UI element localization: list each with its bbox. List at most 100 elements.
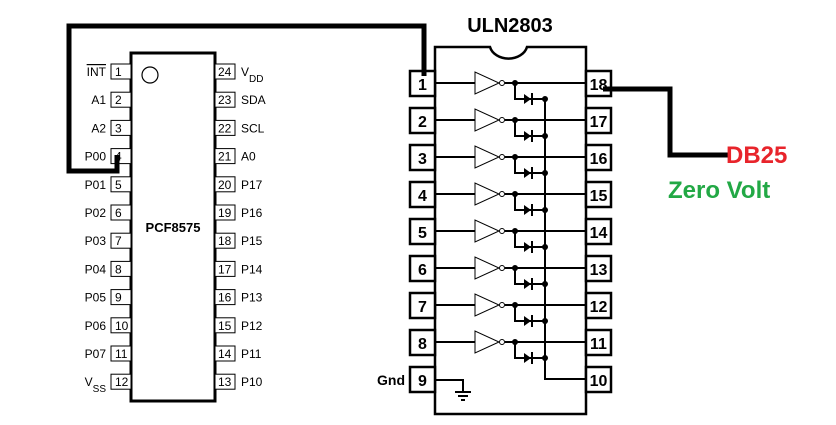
ground-icon xyxy=(435,379,471,401)
pin-number: 4 xyxy=(418,188,427,205)
pin-label: A0 xyxy=(241,150,256,164)
pin-number: 3 xyxy=(418,151,427,168)
inverter-icon xyxy=(474,145,501,169)
pin-number: 11 xyxy=(590,336,607,353)
pin-box xyxy=(584,365,613,394)
pin-box xyxy=(214,232,236,249)
pin-label: INT xyxy=(87,65,107,79)
diode-icon xyxy=(524,93,533,105)
pin-label: A2 xyxy=(91,121,106,135)
pin-box xyxy=(584,180,613,209)
pin-box xyxy=(584,69,613,98)
pin-number: 15 xyxy=(218,319,232,333)
pin-number: 8 xyxy=(418,336,427,353)
pin-number: 21 xyxy=(218,150,232,164)
pin-number: 18 xyxy=(218,234,232,248)
pin-number: 6 xyxy=(115,206,122,220)
diode-icon xyxy=(524,204,533,216)
inverter-icon xyxy=(474,293,501,317)
pin-box xyxy=(408,143,437,172)
pin-box xyxy=(214,91,236,108)
common-diode-bus xyxy=(544,99,586,380)
diode-icon xyxy=(524,167,533,179)
pin-box xyxy=(408,328,437,357)
pcf8575-pin-22: 22 SCL xyxy=(214,119,265,136)
pin-number: 8 xyxy=(115,262,122,276)
pin1-marker xyxy=(141,66,159,84)
diode-icon xyxy=(524,278,533,290)
pin-label: VDD xyxy=(241,65,263,85)
pin-label: P04 xyxy=(85,262,107,276)
pin-box xyxy=(110,119,132,136)
pin-box xyxy=(214,345,236,362)
pin-box xyxy=(584,143,613,172)
pin-label: P00 xyxy=(85,150,107,164)
pin-label: P05 xyxy=(85,291,107,305)
pin-box xyxy=(214,204,236,221)
pin-box xyxy=(110,260,132,277)
pin-label: SCL xyxy=(241,121,265,135)
pin-box xyxy=(408,217,437,246)
pcf8575-pin-2: 2A1 xyxy=(91,91,132,108)
pin-number: 12 xyxy=(590,299,608,316)
uln2803-pin-2: 2 xyxy=(408,106,437,135)
pin-number: 11 xyxy=(115,347,128,361)
darlington-channel-7 xyxy=(435,293,586,327)
uln2803-pin-18: 18 xyxy=(584,69,613,98)
uln2803-pin-6: 6 xyxy=(408,254,437,283)
uln2803-pin-9: 9 xyxy=(408,365,437,394)
pin-box xyxy=(110,176,132,193)
pin-label: P03 xyxy=(85,234,107,248)
pin-box xyxy=(408,365,437,394)
pin-box xyxy=(110,232,132,249)
pin-number: 10 xyxy=(115,319,129,333)
pin-number: 13 xyxy=(590,262,608,279)
uln2803-pin-11: 11 xyxy=(584,328,613,357)
pin-number: 23 xyxy=(218,93,232,107)
uln2803-pin-10: 10 xyxy=(584,365,613,394)
pin-box xyxy=(408,254,437,283)
uln2803-pin-7: 7 xyxy=(408,291,437,320)
pcf8575-pin-21: 21 A0 xyxy=(214,148,256,165)
pin-box xyxy=(584,291,613,320)
inverter-icon xyxy=(474,182,501,206)
pin-label: P01 xyxy=(85,178,107,192)
darlington-channel-8 xyxy=(435,330,586,364)
pin-number: 6 xyxy=(418,262,427,279)
wire-p00-to-uln-pin1 xyxy=(66,23,427,174)
pin-box xyxy=(214,148,236,165)
uln2803-pin-13: 13 xyxy=(584,254,613,283)
inverter-icon xyxy=(474,71,501,95)
pin-number: 17 xyxy=(218,262,232,276)
pin-box xyxy=(110,91,132,108)
pin-number: 20 xyxy=(218,178,232,192)
pin-number: 15 xyxy=(590,188,608,205)
pcf8575-pin-8: 8 P04 xyxy=(85,260,132,277)
pin-label: VSS xyxy=(85,375,107,395)
uln2803-pin-5: 5 xyxy=(408,217,437,246)
pin-number: 9 xyxy=(418,373,427,390)
pin-label: P13 xyxy=(241,291,263,305)
pin-number: 2 xyxy=(115,93,122,107)
pin-box xyxy=(408,106,437,135)
pin-box xyxy=(110,289,132,306)
pin-box xyxy=(408,180,437,209)
uln2803-pin-17: 17 xyxy=(584,106,613,135)
pin-number: 22 xyxy=(218,121,232,135)
pin-label: P14 xyxy=(241,262,263,276)
pin-box xyxy=(584,106,613,135)
inverter-icon xyxy=(474,108,501,132)
diode-icon xyxy=(524,315,533,327)
uln2803-title: ULN2803 xyxy=(467,15,553,37)
